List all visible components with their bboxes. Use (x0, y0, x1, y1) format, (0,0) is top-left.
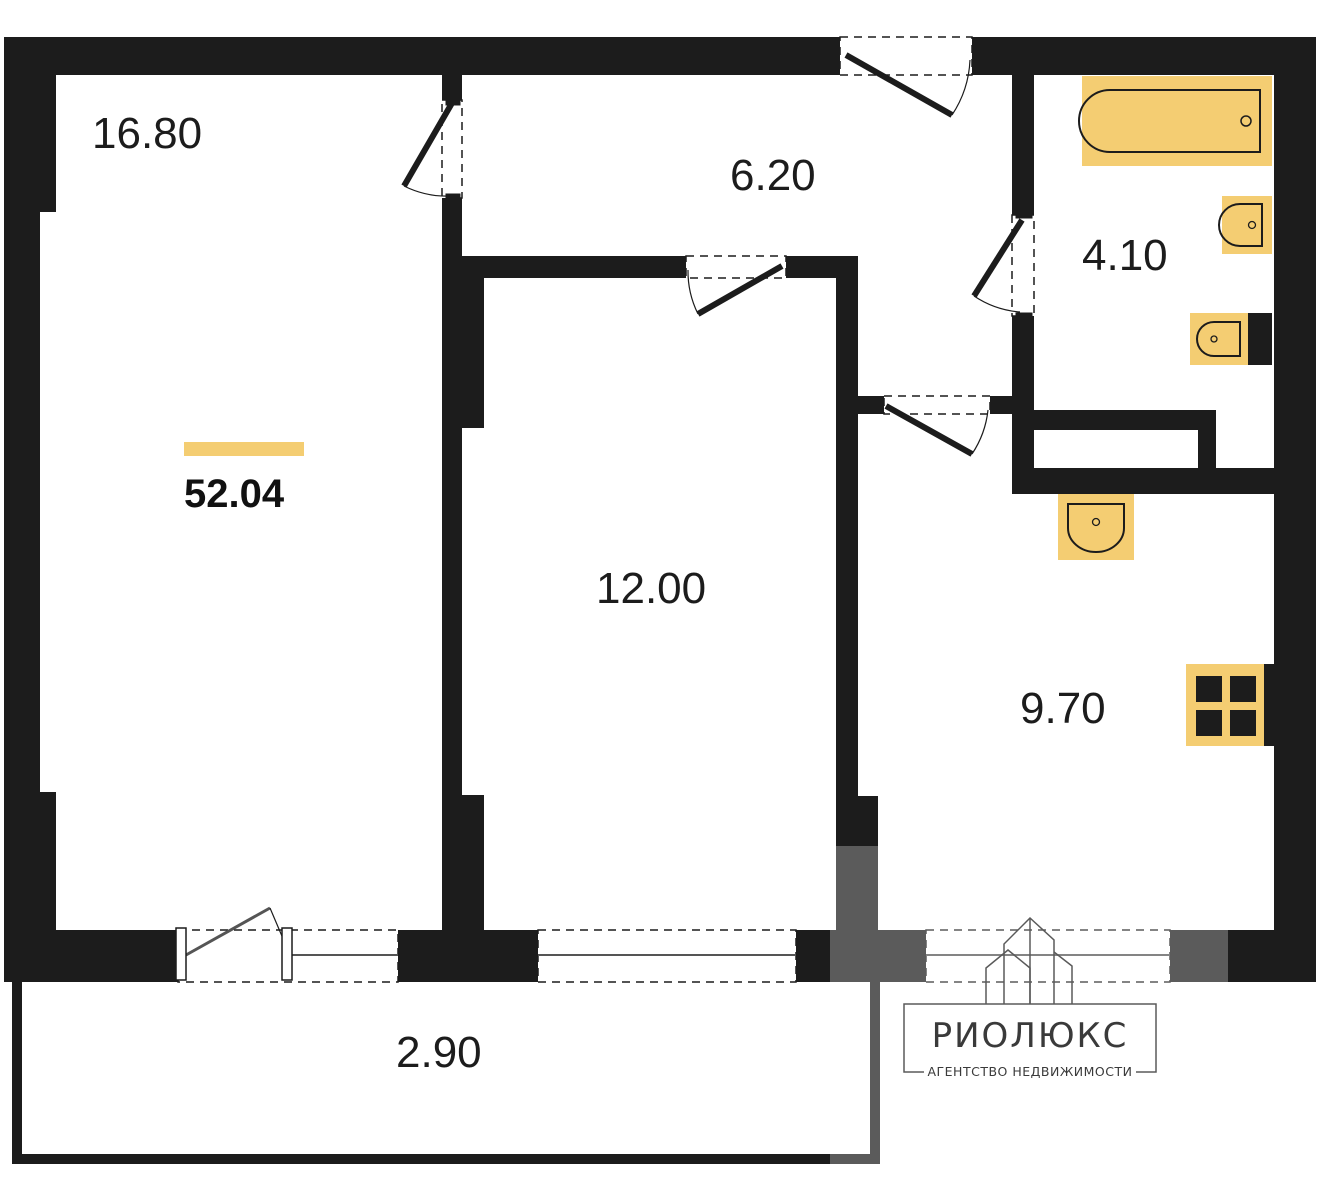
wall-balcony-right (870, 982, 880, 1164)
bedroom-area: 12.00 (596, 564, 706, 613)
wall-outer-left-mid (4, 212, 40, 792)
window-kitchen (925, 929, 1171, 983)
wall-living-hall (442, 75, 462, 100)
wall-bedroom-pilaster-low (462, 795, 484, 930)
wall-duct-top (1012, 410, 1216, 430)
total-area: 52.04 (184, 442, 304, 516)
wall-bottom-2 (398, 930, 538, 982)
window-bedroom (537, 929, 797, 983)
wall-kitchen-top (858, 396, 884, 414)
doors (175, 36, 1035, 983)
fixtures (1058, 76, 1274, 746)
balcony-door (175, 906, 399, 983)
living-room-area: 16.80 (92, 109, 202, 158)
watermark: РИОЛЮКС АГЕНТСТВО НЕДВИЖИМОСТИ (830, 846, 1228, 1164)
wall-duct-bottom (1012, 468, 1316, 494)
watermark-name: РИОЛЮКС (932, 1016, 1129, 1056)
building-icon (985, 916, 1073, 1004)
watermark-panel (830, 846, 1228, 1164)
watermark-subtitle: АГЕНТСТВО НЕДВИЖИМОСТИ (927, 1064, 1132, 1079)
balcony-area: 2.90 (396, 1028, 482, 1077)
wall-outer-top-left (4, 37, 840, 75)
bathroom-sink-icon (1218, 196, 1272, 254)
room-labels: 16.80 6.20 4.10 12.00 9.70 2.90 (92, 109, 1168, 1077)
kitchen-sink-icon (1058, 494, 1134, 560)
wall-bedroom-pilaster (462, 278, 484, 428)
wall-bedroom-kitchen (836, 256, 858, 396)
wall-bathroom-left-2 (1012, 316, 1034, 494)
total-area-accent-bar (184, 442, 304, 456)
wall-bedroom-top-left (462, 256, 686, 278)
living-room-door (401, 94, 463, 205)
wall-living-bedroom (442, 430, 462, 930)
windows (537, 929, 1171, 983)
wall-kitchen-pilaster (858, 796, 878, 930)
wall-balcony-bottom (12, 1154, 880, 1164)
total-area-value: 52.04 (184, 472, 285, 516)
wall-living-hall-2 (442, 198, 462, 430)
wall-bathroom-left (1012, 75, 1034, 215)
wall-outer-right (1274, 37, 1316, 982)
wall-bottom-4 (1170, 930, 1316, 982)
bathroom-door (971, 207, 1035, 324)
wall-bottom-1 (4, 930, 178, 982)
wall-outer-top-right (972, 37, 1316, 75)
kitchen-area: 9.70 (1020, 684, 1106, 733)
wall-bottom-3 (796, 930, 926, 982)
bathtub-icon (1078, 76, 1272, 166)
walls (4, 37, 1316, 1164)
bedroom-door (685, 255, 787, 317)
toilet-icon (1190, 313, 1272, 365)
wall-bedroom-kitchen-2 (836, 396, 858, 930)
stove-icon (1186, 664, 1274, 746)
entrance-door (839, 36, 973, 118)
watermark-subtitle-bg (924, 1062, 1136, 1080)
wall-balcony-left (12, 982, 22, 1164)
wall-outer-left (4, 37, 56, 212)
bathroom-area: 4.10 (1082, 231, 1168, 280)
kitchen-door (883, 395, 991, 457)
hallway-area: 6.20 (730, 151, 816, 200)
